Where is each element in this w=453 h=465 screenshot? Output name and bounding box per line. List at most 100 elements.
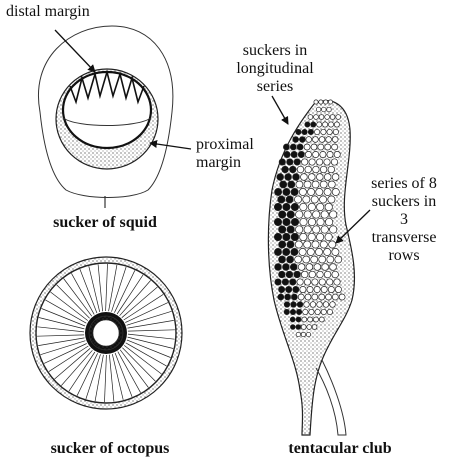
club-sucker bbox=[278, 196, 285, 203]
club-sucker bbox=[306, 137, 312, 143]
club-sucker bbox=[308, 317, 313, 322]
club-sucker bbox=[320, 241, 327, 248]
club-sucker bbox=[279, 241, 286, 248]
club-sucker bbox=[309, 271, 316, 278]
club-sucker bbox=[287, 241, 294, 248]
club-sucker bbox=[313, 137, 319, 143]
club-sucker bbox=[282, 279, 288, 285]
club-sucker bbox=[296, 325, 301, 330]
club-sucker bbox=[308, 233, 315, 240]
club-sucker bbox=[287, 256, 294, 263]
club-sucker bbox=[330, 211, 337, 218]
club-sucker bbox=[293, 286, 299, 292]
club-sucker bbox=[311, 196, 318, 203]
club-sucker bbox=[313, 151, 319, 157]
label-line: 3 bbox=[358, 211, 450, 229]
club-sucker bbox=[287, 226, 294, 233]
club-sucker bbox=[332, 144, 338, 150]
club-sucker bbox=[291, 151, 297, 157]
club-sucker bbox=[299, 188, 306, 195]
club-sucker bbox=[302, 159, 308, 165]
club-sucker bbox=[324, 188, 331, 195]
club-sucker bbox=[296, 226, 303, 233]
club-sucker bbox=[324, 271, 331, 278]
club-sucker bbox=[296, 309, 301, 314]
club-sucker bbox=[323, 122, 328, 127]
club-sucker bbox=[286, 286, 292, 292]
club-sucker bbox=[316, 174, 323, 181]
club-sucker bbox=[284, 302, 290, 308]
club-sucker bbox=[321, 226, 328, 233]
label-transverse-rows: series of 8 suckers in 3 transverse rows bbox=[358, 175, 450, 265]
club-sucker bbox=[332, 248, 339, 255]
club-sucker bbox=[328, 122, 333, 127]
club-sucker bbox=[279, 226, 286, 233]
club-sucker bbox=[333, 129, 338, 134]
club-sucker bbox=[325, 203, 332, 210]
club-sucker bbox=[327, 309, 332, 314]
tentacular-club-drawing bbox=[268, 100, 354, 435]
club-sucker bbox=[324, 159, 330, 165]
club-sucker bbox=[291, 203, 298, 210]
club-sucker bbox=[330, 226, 337, 233]
club-sucker bbox=[286, 271, 293, 278]
club-sucker bbox=[294, 196, 301, 203]
club-sucker bbox=[303, 196, 310, 203]
club-sucker bbox=[320, 166, 327, 173]
club-sucker bbox=[313, 166, 320, 173]
club-sucker bbox=[303, 256, 310, 263]
club-sucker bbox=[305, 151, 311, 157]
club-sucker bbox=[325, 218, 332, 225]
club-sucker bbox=[275, 188, 282, 195]
club-sucker bbox=[317, 218, 324, 225]
club-sucker bbox=[321, 286, 327, 292]
distal-margin-arrow bbox=[55, 30, 95, 72]
club-sucker bbox=[335, 256, 342, 263]
club-sucker bbox=[308, 129, 313, 134]
label-line: series of 8 bbox=[358, 175, 450, 193]
club-sucker bbox=[332, 271, 339, 278]
club-sucker bbox=[290, 309, 295, 314]
club-sucker bbox=[290, 264, 297, 271]
club-sucker bbox=[290, 325, 295, 330]
label-line: margin bbox=[196, 154, 254, 172]
club-stalk-edge bbox=[316, 360, 346, 435]
club-sucker bbox=[287, 159, 293, 165]
club-sucker bbox=[291, 218, 298, 225]
club-sucker bbox=[300, 203, 307, 210]
club-sucker bbox=[315, 248, 322, 255]
club-sucker bbox=[283, 264, 290, 271]
club-sucker bbox=[318, 144, 324, 150]
club-sucker bbox=[302, 317, 307, 322]
club-sucker bbox=[314, 115, 319, 120]
club-sucker bbox=[321, 309, 326, 314]
club-sucker bbox=[311, 122, 316, 127]
club-sucker bbox=[304, 144, 310, 150]
club-sucker bbox=[293, 137, 299, 143]
club-sucker bbox=[308, 174, 315, 181]
club-sucker bbox=[300, 286, 306, 292]
club-sucker bbox=[284, 151, 290, 157]
club-sucker bbox=[312, 279, 318, 285]
club-sucker bbox=[279, 256, 286, 263]
caption-tentacular-club: tentacular club bbox=[250, 440, 430, 458]
club-sucker bbox=[274, 233, 281, 240]
club-sucker bbox=[308, 203, 315, 210]
longitudinal-series-arrow bbox=[272, 96, 288, 124]
club-sucker bbox=[283, 248, 290, 255]
club-sucker bbox=[295, 256, 302, 263]
club-sucker bbox=[311, 144, 317, 150]
club-sucker bbox=[285, 174, 292, 181]
club-sucker bbox=[296, 211, 303, 218]
club-sucker bbox=[332, 174, 339, 181]
club-sucker bbox=[331, 159, 337, 165]
club-sucker bbox=[295, 241, 302, 248]
club-sucker bbox=[299, 137, 305, 143]
club-sucker bbox=[277, 174, 284, 181]
club-sucker bbox=[298, 264, 305, 271]
club-sucker bbox=[297, 279, 303, 285]
club-sucker bbox=[290, 166, 297, 173]
club-sucker bbox=[334, 279, 340, 285]
club-sucker bbox=[315, 309, 320, 314]
club-sucker bbox=[283, 144, 289, 150]
